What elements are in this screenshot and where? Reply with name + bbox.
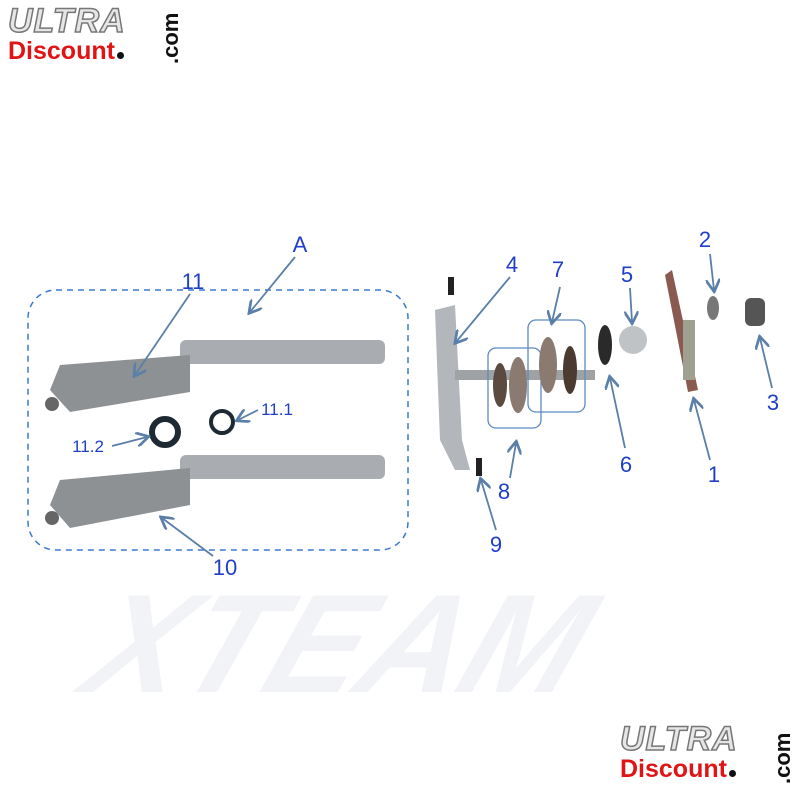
bearing-8-box <box>487 347 542 429</box>
washer-6 <box>598 325 612 365</box>
label-part-5: 5 <box>620 262 634 287</box>
cap-3 <box>745 298 765 326</box>
label-part-9: 9 <box>489 532 503 557</box>
seal-11-2 <box>149 416 181 448</box>
seal-11-1 <box>209 409 235 435</box>
label-part-11: 11 <box>181 269 205 294</box>
logo-bottom: ULTRA Discount .com <box>619 720 795 784</box>
label-part-6: 6 <box>619 452 633 477</box>
label-part-10: 10 <box>212 555 238 580</box>
bearing-7 <box>539 337 557 393</box>
label-part-2: 2 <box>698 227 712 252</box>
label-part-11-2: 11.2 <box>72 437 104 456</box>
watermark: XTEAM <box>60 565 616 722</box>
fork-tube-11 <box>45 340 385 412</box>
label-part-1: 1 <box>707 462 721 487</box>
logo-ultra-text: ULTRA <box>619 720 738 758</box>
nut-5 <box>619 326 647 354</box>
logo-top: ULTRA Discount .com <box>7 2 183 65</box>
label-part-8: 8 <box>497 479 511 504</box>
label-part-7: 7 <box>551 257 565 282</box>
logo-discount-text: Discount <box>620 755 727 783</box>
leader-arrows <box>111 253 773 557</box>
fork-tube-10 <box>45 455 385 528</box>
label-part-3: 3 <box>766 390 780 415</box>
label-part-4: 4 <box>505 252 519 277</box>
label-part-11-1: 11.1 <box>261 400 293 419</box>
logo-ultra-text: ULTRA <box>7 2 126 40</box>
washer-2 <box>707 296 719 320</box>
logo-discount-text: Discount <box>8 37 115 65</box>
label-kit-a: A <box>292 232 308 257</box>
bearing-8 <box>493 363 507 407</box>
